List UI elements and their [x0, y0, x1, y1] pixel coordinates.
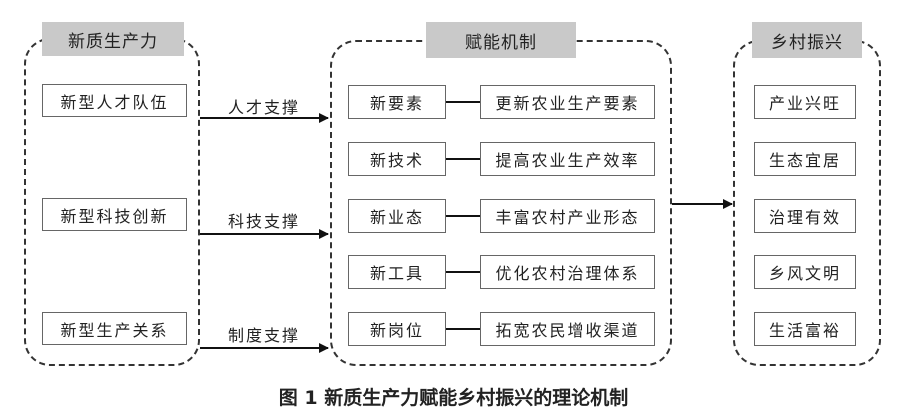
mechanism-value-4: 优化农村治理体系 — [480, 255, 655, 289]
right-item-3: 治理有效 — [754, 199, 856, 233]
mechanism-value-5: 拓宽农民增收渠道 — [480, 312, 655, 346]
support-label-institution: 制度支撑 — [227, 326, 300, 345]
right-item-5: 生活富裕 — [754, 312, 856, 346]
mechanism-value-1: 更新农业生产要素 — [480, 85, 655, 119]
figure-caption: 图 1 新质生产力赋能乡村振兴的理论机制 — [278, 387, 629, 409]
mechanism-key-3: 新业态 — [348, 199, 446, 233]
left-item-talent: 新型人才队伍 — [42, 84, 187, 117]
support-label-talent: 人才支撑 — [227, 98, 300, 117]
mechanism-key-4: 新工具 — [348, 255, 446, 289]
middle-group-title: 赋能机制 — [426, 22, 576, 58]
right-item-4: 乡风文明 — [754, 255, 856, 289]
right-group-title: 乡村振兴 — [752, 22, 862, 58]
right-item-2: 生态宜居 — [754, 142, 856, 176]
mechanism-value-2: 提高农业生产效率 — [480, 142, 655, 176]
mechanism-value-3: 丰富农村产业形态 — [480, 199, 655, 233]
right-item-1: 产业兴旺 — [754, 85, 856, 119]
support-label-tech: 科技支撑 — [227, 212, 300, 231]
left-item-tech: 新型科技创新 — [42, 198, 187, 231]
left-group-title: 新质生产力 — [42, 22, 184, 56]
mechanism-key-5: 新岗位 — [348, 312, 446, 346]
left-item-relations: 新型生产关系 — [42, 312, 187, 345]
mechanism-key-1: 新要素 — [348, 85, 446, 119]
mechanism-key-2: 新技术 — [348, 142, 446, 176]
